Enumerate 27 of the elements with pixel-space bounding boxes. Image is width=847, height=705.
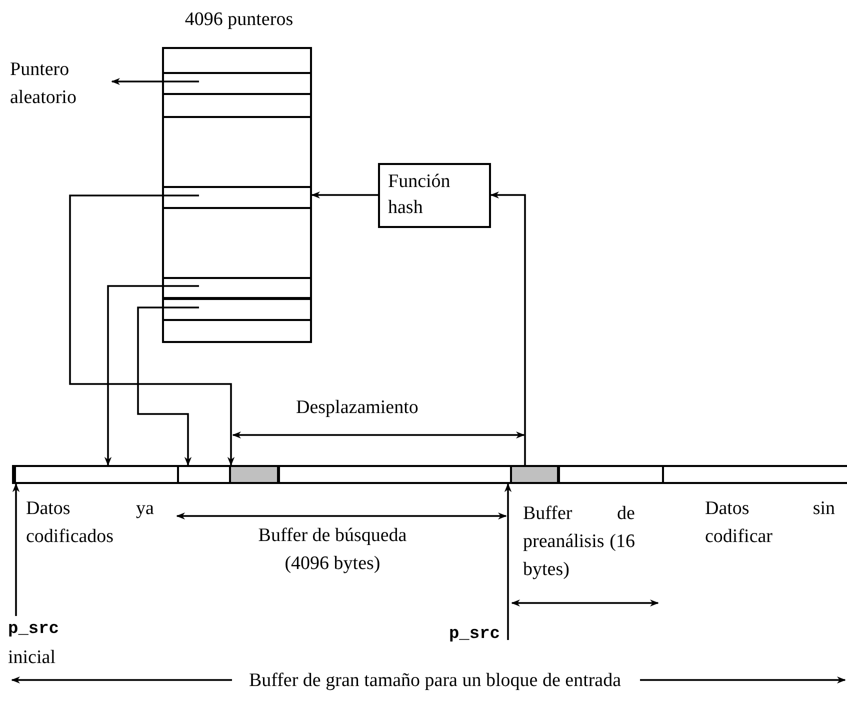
arrow xyxy=(311,191,378,199)
arrow xyxy=(137,306,199,466)
region-label: Buffer de búsqueda (4096 bytes) xyxy=(257,524,408,576)
match-segment xyxy=(229,465,279,484)
hash-function-box: Función hash xyxy=(378,163,491,228)
arrow xyxy=(104,285,199,466)
table-slot xyxy=(162,298,312,321)
pointer-label: p_src xyxy=(418,622,508,648)
table-heading: 4096 punteros xyxy=(184,9,294,31)
region-label: Datos ya codificados xyxy=(26,497,154,549)
table-slot xyxy=(162,277,312,299)
table-slot xyxy=(162,72,312,95)
dimension-label: Desplazamiento xyxy=(296,396,420,420)
pointer-label: Puntero aleatorio xyxy=(10,56,112,112)
match-segment xyxy=(510,465,559,484)
arrow xyxy=(69,194,235,466)
pointer-note: inicial xyxy=(8,646,56,670)
arrow xyxy=(490,191,526,465)
input-buffer-bar xyxy=(12,465,847,484)
region-label: Datos sin codificar xyxy=(705,497,835,549)
arrow xyxy=(504,483,512,640)
arrow xyxy=(12,483,20,616)
arrow xyxy=(111,78,199,86)
region-label: Buffer de preanálisis (16 bytes) xyxy=(523,502,635,582)
pointer-name: p_src xyxy=(8,619,60,641)
table-slot xyxy=(162,186,312,209)
dimension-label: Buffer de gran tamaño para un bloque de entrada xyxy=(248,669,622,693)
